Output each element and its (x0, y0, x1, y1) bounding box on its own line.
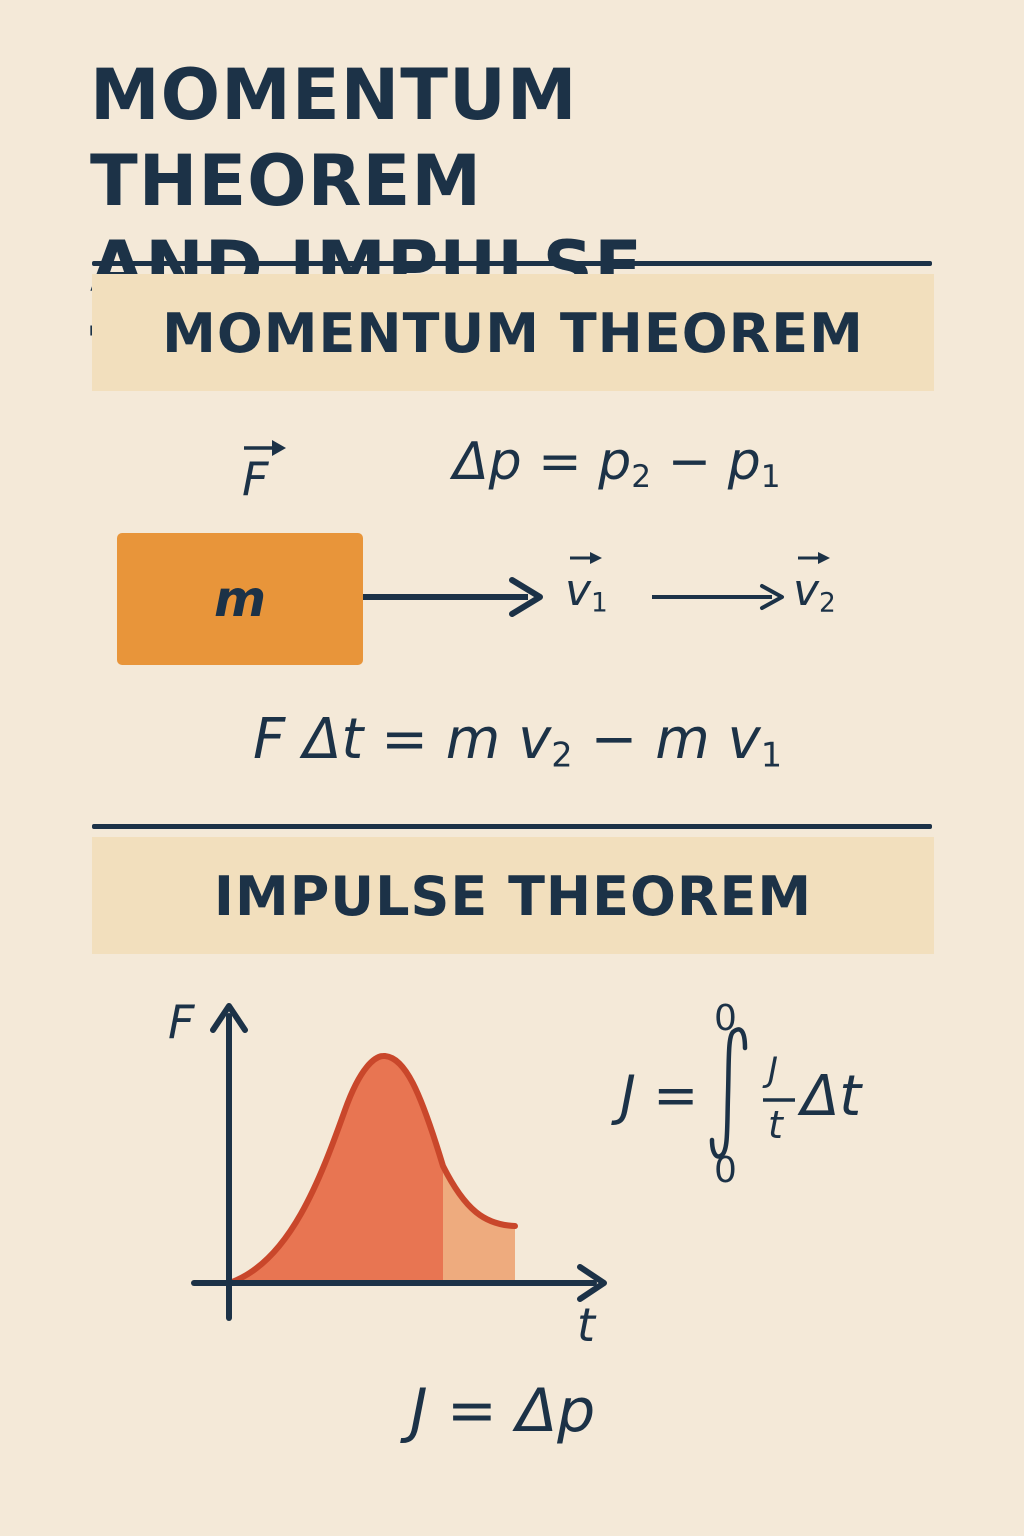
velocity-2-subscript: 2 (819, 587, 836, 619)
velocity-1-subscript: 1 (591, 587, 608, 619)
delta-p-equation: Δp = p2 − p1 (453, 432, 781, 495)
impulse-equation: J = Δp (410, 1376, 596, 1446)
graph-y-axis-label: F (168, 995, 195, 1049)
delta-p-sub-2: 2 (631, 458, 652, 495)
delta-p-lhs: Δp = p (453, 432, 632, 492)
integral-denominator: t (768, 1103, 783, 1147)
integral-tail: Δt (801, 1064, 862, 1129)
force-time-curve (229, 1053, 518, 1285)
delta-p-mid: − p (651, 432, 761, 492)
section-divider-momentum (92, 261, 932, 266)
momentum-eq-sub-1: 1 (760, 735, 783, 775)
velocity-1-symbol: v (565, 565, 592, 616)
delta-p-sub-1: 1 (760, 458, 781, 495)
impulse-area-tail (443, 1166, 515, 1282)
integral-sign-icon (709, 1027, 748, 1159)
momentum-heading: MOMENTUM THEOREM (92, 274, 934, 391)
integral-lhs: J = (620, 1064, 699, 1127)
integral-numerator: J (768, 1050, 779, 1090)
force-vector-arrow-icon (244, 440, 286, 456)
velocity-2-label: v2 (793, 565, 836, 619)
impulse-area-main (232, 1055, 443, 1282)
impulse-heading: IMPULSE THEOREM (92, 837, 934, 954)
force-symbol: F (242, 452, 269, 506)
integral-upper-limit: 0 (714, 998, 737, 1039)
graph-x-axis-label: t (577, 1298, 596, 1352)
graph-y-axis (210, 1003, 248, 1321)
momentum-eq-part-1: F Δt = m v (253, 707, 552, 772)
force-label: F (242, 452, 268, 506)
momentum-equation: F Δt = m v2 − m v1 (253, 707, 782, 774)
mass-block: m (117, 533, 363, 665)
force-curve-line (229, 1053, 518, 1285)
momentum-eq-part-2: − m v (572, 707, 761, 772)
section-divider-impulse (92, 824, 932, 829)
v2-vector-arrow-icon (798, 552, 830, 564)
title-line-1: MOMENTUM THEOREM (90, 54, 578, 222)
graph-x-axis (191, 1264, 607, 1302)
velocity-arrow-1 (363, 577, 543, 617)
velocity-2-symbol: v (793, 565, 820, 616)
velocity-1-label: v1 (565, 565, 608, 619)
integral-lower-limit: 0 (714, 1150, 737, 1191)
v1-vector-arrow-icon (570, 552, 602, 564)
mass-label: m (213, 570, 267, 628)
momentum-eq-sub-2: 2 (551, 735, 573, 775)
velocity-arrow-2 (652, 584, 784, 610)
